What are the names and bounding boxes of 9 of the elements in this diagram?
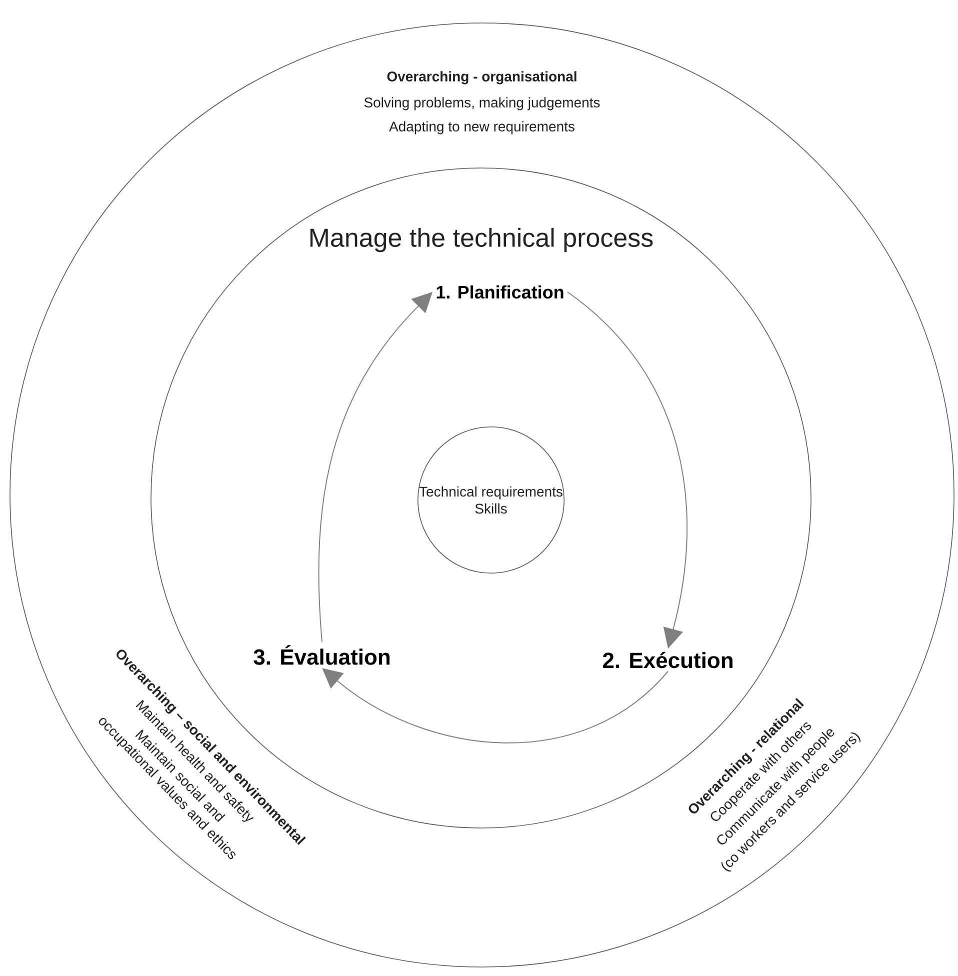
arrow xyxy=(318,292,432,642)
arrow xyxy=(322,668,668,744)
step-label: 2. Exécution xyxy=(602,652,732,668)
step-label: 3. Évaluation xyxy=(254,645,390,665)
step-label: 1. Planification xyxy=(436,285,564,299)
title-text: Manage the technical process xyxy=(310,228,653,252)
text-line: Solving problems, making judgements xyxy=(364,97,600,110)
text-line: Adapting to new requirements xyxy=(389,121,574,134)
heading: Overarching - organisational xyxy=(387,71,576,84)
